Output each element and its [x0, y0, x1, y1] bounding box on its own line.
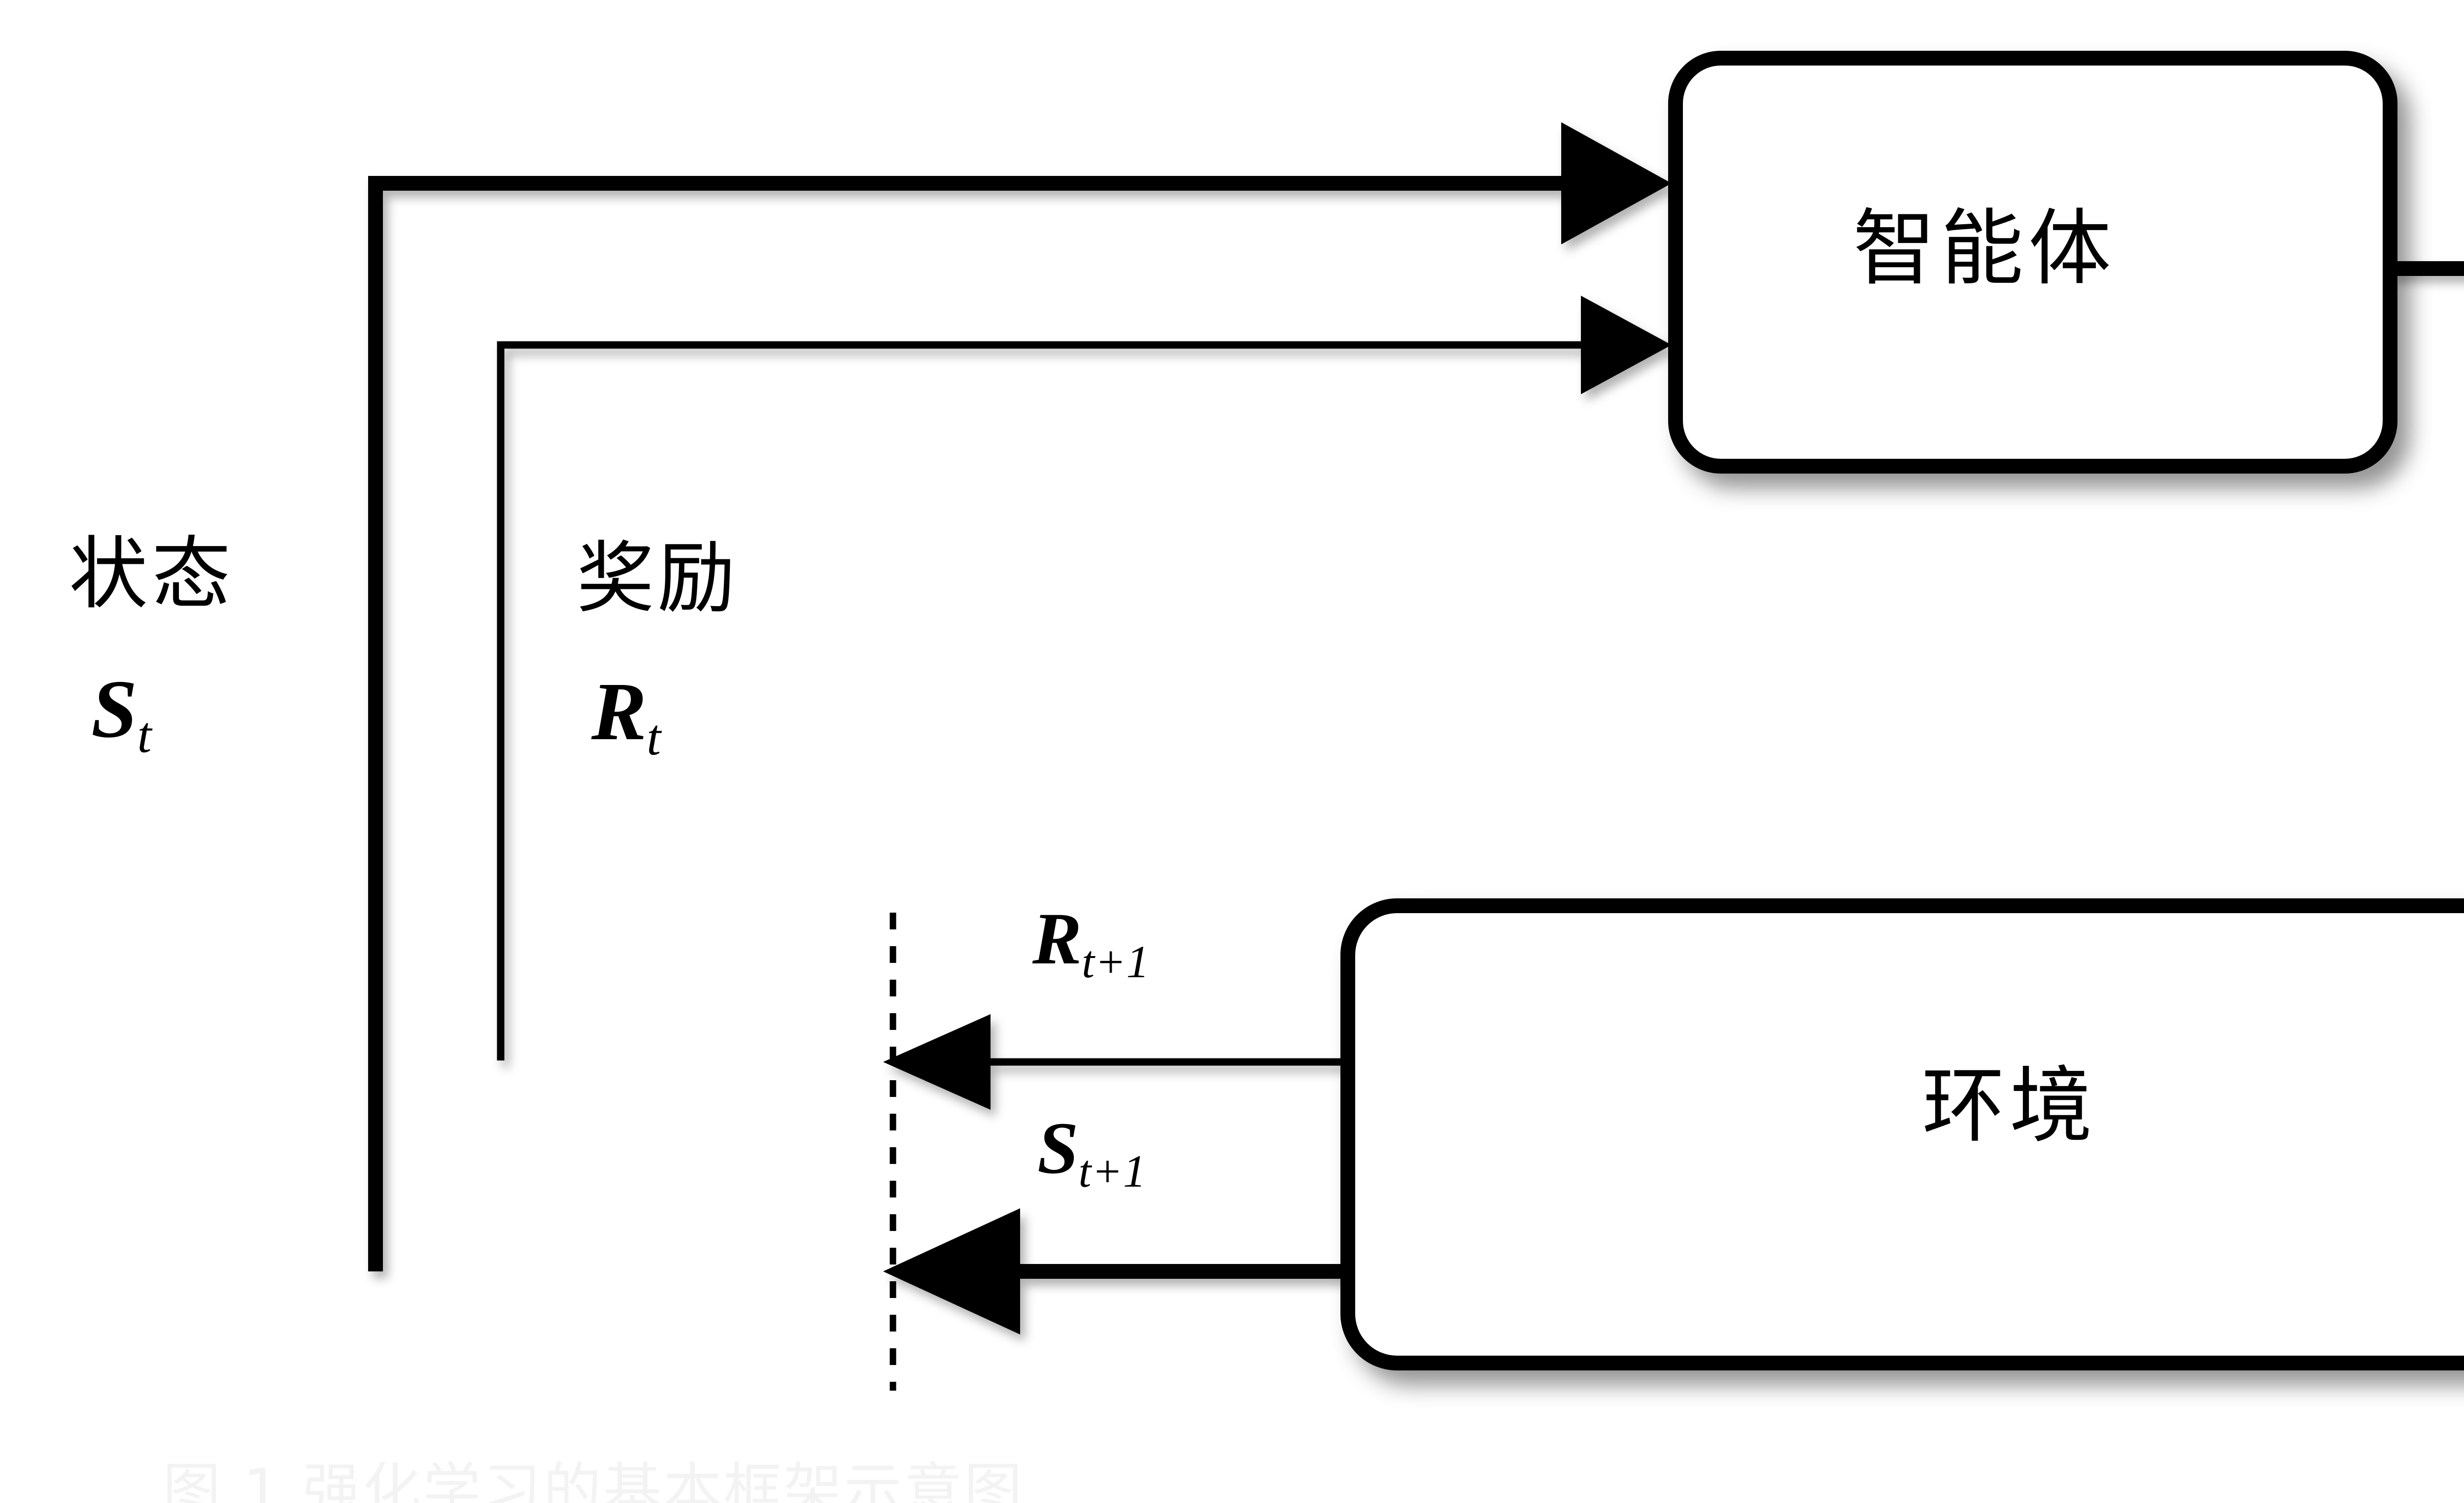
next-reward-edge-path — [883, 1014, 1348, 1110]
state-arrowhead — [1561, 122, 1672, 244]
reward-symbol: Rt — [591, 670, 661, 763]
state-symbol-subscript: t — [137, 706, 152, 764]
reward-edge-word: 奖励 — [577, 533, 738, 624]
next-state-symbol: St+1 — [1037, 1111, 1146, 1195]
reward-edge-path — [497, 296, 1672, 1060]
next-state-edge-path — [883, 1208, 1348, 1334]
reward-symbol-base: R — [591, 666, 647, 757]
state-edge-path — [368, 122, 1672, 1271]
state-symbol: St — [91, 668, 152, 760]
environment-label: 环境 — [1922, 1058, 2097, 1154]
next-reward-symbol: Rt+1 — [1032, 902, 1150, 985]
agent-label: 智能体 — [1853, 200, 2116, 297]
next-reward-symbol-base: R — [1032, 898, 1082, 980]
reward-symbol-subscript: t — [647, 709, 662, 766]
next-state-symbol-subscript: t+1 — [1078, 1146, 1147, 1197]
state-symbol-base: S — [91, 663, 137, 755]
next-reward-arrowhead — [883, 1014, 991, 1110]
figure-caption: 图 1 强化学习的基本框架示意图 — [163, 1456, 1025, 1503]
next-state-arrowhead — [883, 1208, 1020, 1334]
next-state-symbol-base: S — [1037, 1107, 1079, 1189]
reward-arrowhead — [1581, 296, 1672, 394]
next-reward-symbol-subscript: t+1 — [1082, 936, 1150, 988]
state-edge-word: 状态 — [69, 528, 235, 620]
agent-box[interactable] — [1668, 51, 2397, 474]
environment-box[interactable] — [1340, 898, 2464, 1370]
